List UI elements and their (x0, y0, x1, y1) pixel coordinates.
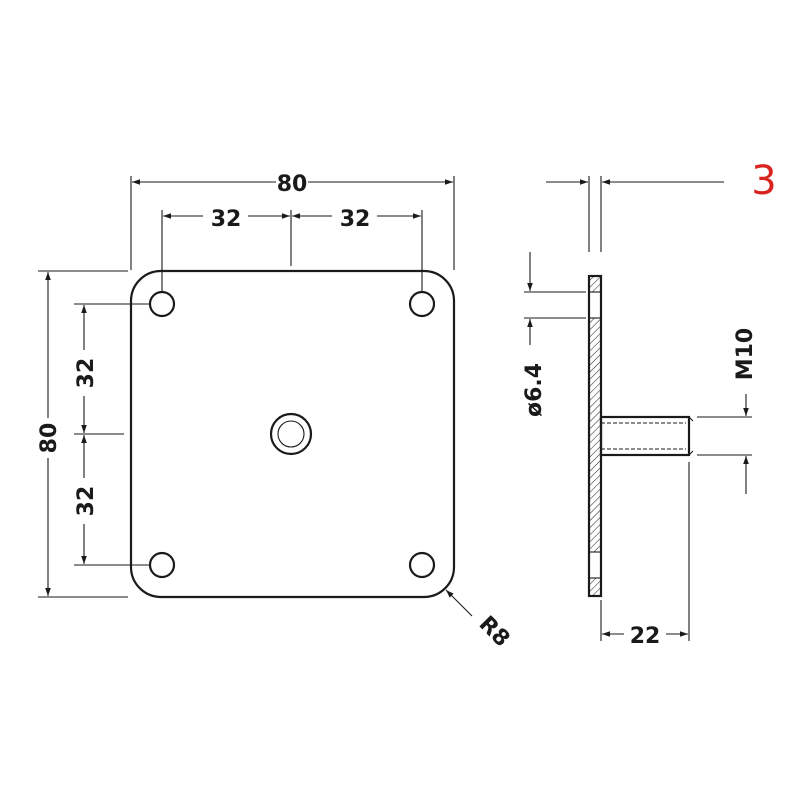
hole-spacing-right-label: 32 (340, 207, 371, 232)
corner-radius-label: R8 (474, 612, 514, 652)
corner-radius-callout: R8 (445, 589, 514, 652)
plate-thickness-dimension (546, 176, 724, 252)
stud-length-dimension: 22 (600, 462, 690, 649)
hole-spacing-top-label: 32 (74, 358, 99, 389)
hole-spacing-left-label: 32 (211, 207, 242, 232)
plate-section-hatch (589, 276, 601, 596)
reference-number: 3 (751, 158, 776, 204)
corner-hole-bottom-right (408, 551, 436, 579)
overall-height-dimension: 80 (37, 270, 128, 598)
thread-label: M10 (733, 328, 758, 381)
overall-width-dimension: 80 (130, 172, 455, 270)
horizontal-hole-spacing-dimension: 32 32 (161, 207, 423, 292)
corner-hole-bottom-left (148, 551, 176, 579)
center-stud-inner (277, 420, 305, 448)
stud-length-label: 22 (630, 624, 661, 649)
hole-diameter-dimension: ø6.4 (522, 252, 586, 417)
mounting-plate-outline (129, 269, 456, 599)
corner-hole-top-left (148, 290, 176, 318)
vertical-hole-spacing-dimension: 32 32 (74, 303, 150, 566)
overall-width-label: 80 (277, 172, 308, 197)
threaded-stud (599, 415, 691, 457)
side-view (587, 274, 694, 598)
corner-hole-top-right (408, 290, 436, 318)
hole-spacing-bottom-label: 32 (74, 486, 99, 517)
front-view (129, 269, 456, 599)
hole-diameter-label: ø6.4 (522, 363, 547, 417)
center-stud-outer (269, 412, 313, 456)
overall-height-label: 80 (37, 423, 62, 454)
thread-dimension: M10 (697, 328, 758, 494)
